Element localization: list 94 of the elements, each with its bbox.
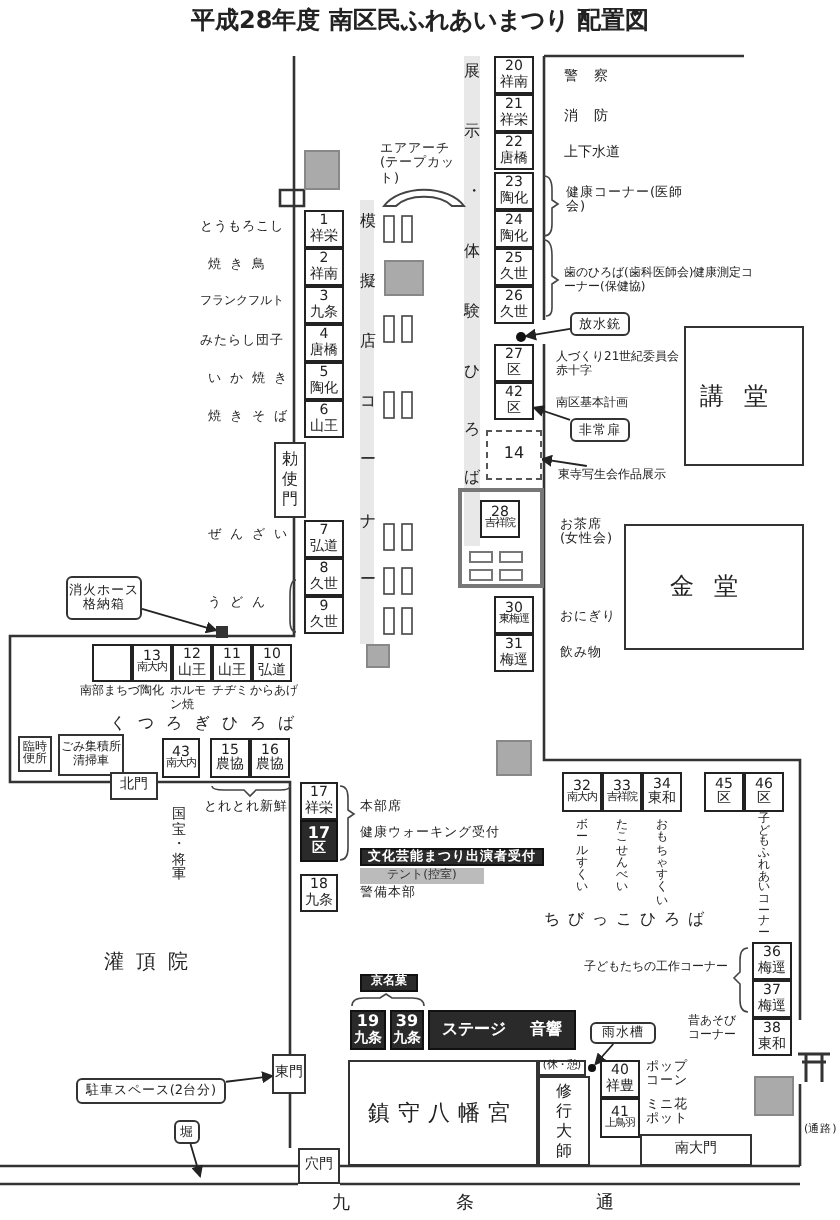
booth-box [304,558,344,596]
arrow [532,405,571,421]
area-label-character: ・ [466,182,482,201]
arrow [141,608,218,634]
booth-box [304,596,344,634]
road-label: 条 [456,1194,476,1215]
building-box: 鎮守八幡宮 [348,1060,538,1166]
stage-box [428,1010,576,1050]
booth-box [304,210,344,248]
area-label-character: ば [464,468,480,487]
booth-box [162,738,200,778]
area-label-character: コ [360,392,376,411]
booth-number: 19 [356,1014,380,1031]
area-label-character: 店 [360,332,376,351]
booth-box [704,772,744,812]
sound-label: 音響 [530,1021,562,1039]
gate-box: 勅使門 [274,442,306,518]
booth-box [494,172,534,210]
booth-box [752,980,792,1018]
booth-box [494,210,534,248]
booth-box [252,644,292,682]
area-label-character: ナ [360,512,376,531]
area-label-character: 展 [464,62,480,81]
hose-box [216,626,228,638]
booth-box: 14 [486,430,542,480]
booth-box [752,942,792,980]
booth-box [210,738,250,778]
booth-box [494,132,534,170]
area-label-character: ひ [464,362,480,381]
booth-box [304,286,344,324]
arrow [540,454,588,467]
booth-box [480,500,520,538]
booth-box [304,324,344,362]
booth-box [494,94,534,132]
booth-number: 17 [307,825,331,842]
arrow [225,1071,274,1084]
booth-box [300,820,338,862]
booth-box [600,1098,640,1138]
booth-number: 39 [395,1014,419,1031]
arrow [189,1143,203,1178]
booth-box [600,1060,640,1098]
arrow [594,1043,615,1066]
booth-box [642,772,682,812]
tent-box [754,1076,794,1116]
point-marker [588,1064,596,1072]
booth-box [494,344,534,382]
tent-box [384,260,424,296]
stage-label: ステージ [442,1021,506,1039]
hall-box: 金堂 [624,524,804,650]
building-box [58,734,124,776]
area-label-character: 示 [464,122,480,141]
booth-box [304,520,344,558]
tent-box [304,150,340,190]
area-label-character: 験 [464,302,480,321]
booth-box [212,644,252,682]
booth-box [494,634,534,672]
booth-box [250,738,290,778]
booth-box [300,782,338,820]
area-label: くつろぎひろば [110,714,308,733]
booth-box [132,644,172,682]
road-label: 通 [596,1194,616,1215]
area-label-character: ー [360,452,376,468]
booth-box [300,874,338,912]
area-label-character: 擬 [360,272,376,291]
booth-box [172,644,212,682]
tent-box [366,644,390,668]
booth-box [562,772,602,812]
booth-box [494,56,534,94]
booth-box [304,362,344,400]
gate-box: 修行大師 [538,1076,590,1166]
arrow [524,328,571,341]
area-label-character: 体 [464,242,480,261]
area-label-character: ろ [464,420,480,439]
booth-box [390,1010,424,1050]
place-label: 灌頂院 [104,952,202,975]
booth-box [602,772,642,812]
booth-box [494,596,534,634]
area-label-character: ー [360,572,376,588]
booth-box [494,382,534,420]
booth-box [752,1018,792,1056]
booth-box [494,248,534,286]
point-marker [516,332,526,342]
booth-box [494,286,534,324]
road-label: 九 [332,1194,352,1215]
area-label-character: 模 [360,212,376,231]
booth-box [304,248,344,286]
booth-box [92,644,132,682]
tent-box [496,740,532,776]
hall-box: 講堂 [684,326,804,466]
booth-box [304,400,344,438]
area-label: ちびっこひろば [544,910,714,929]
booth-box [350,1010,386,1050]
booth-box [744,772,784,812]
title: 平成28年度 南区民ふれあいまつり 配置図 [188,8,652,36]
